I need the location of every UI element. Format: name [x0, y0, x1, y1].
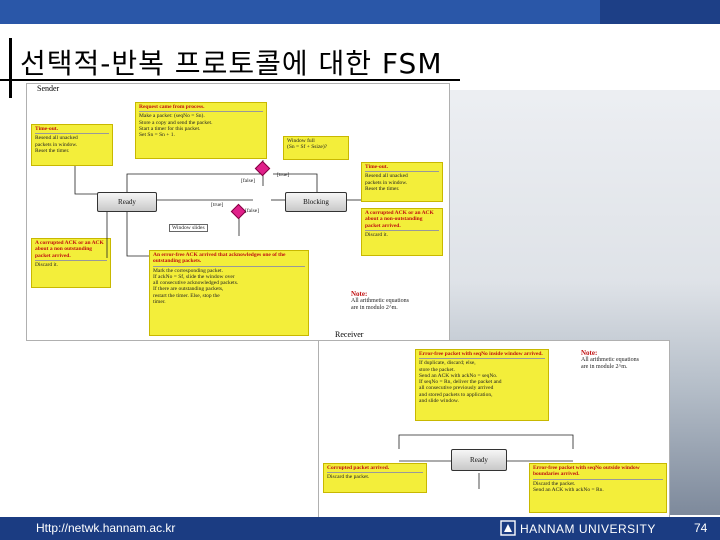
errorfree-ack-line: restart the timer. Else, stop the: [153, 292, 220, 299]
sender-note: Note: All arithmetic equations are in mo…: [351, 290, 443, 312]
sender-note-title: Note:: [351, 290, 368, 298]
receiver-outside-line: Discard the packet.: [533, 480, 576, 487]
corrupted-left-box: A corrupted ACK or an ACK about a non ou…: [31, 238, 111, 288]
footer-url[interactable]: Http://netwk.hannam.ac.kr: [36, 521, 176, 535]
receiver-errorfree-line: all consecutive previously arrived: [419, 385, 494, 392]
corrupted-right-line: Discard it.: [365, 231, 388, 238]
timeout-left-line: Resend all unacked: [35, 135, 78, 142]
sender-fsm-diagram: Sender Request came from process. Make a…: [26, 83, 450, 341]
sender-note-line: are in modulo 2^m.: [351, 305, 398, 311]
university-logo-icon: [500, 520, 516, 536]
errorfree-ack-title: An error-free ACK arrived that acknowled…: [153, 252, 286, 265]
top-bar: [0, 0, 720, 24]
receiver-outside-box: Error-free packet with seqNo outside win…: [529, 463, 667, 513]
receiver-errorfree-line: and slide window.: [419, 398, 459, 405]
timeout-right-line: Resend all unacked: [365, 173, 408, 180]
timeout-left-line: packets in window.: [35, 141, 78, 148]
state-ready: Ready: [97, 192, 157, 212]
receiver-outside-line: Send an ACK with ackNo = Rn.: [533, 486, 604, 493]
title-underline: [0, 79, 460, 81]
errorfree-ack-line: If there are outstanding packets,: [153, 286, 224, 293]
errorfree-ack-line: Mark the corresponding packet.: [153, 267, 223, 274]
receiver-errorfree-box: Error-free packet with seqNo inside wind…: [415, 349, 549, 421]
receiver-note-line: are in module 2^m.: [581, 364, 628, 370]
page-number: 74: [694, 521, 708, 535]
errorfree-ack-line: If ackNo = Sf, slide the window over: [153, 273, 235, 280]
label-false: [false]: [241, 178, 256, 184]
timeout-left-title: Time-out.: [35, 126, 58, 132]
receiver-errorfree-line: If seqNo = Rn, deliver the packet and: [419, 379, 502, 386]
timeout-right-line: packets in window.: [365, 179, 408, 186]
receiver-errorfree-line: Send an ACK with ackNo = seqNo.: [419, 372, 498, 379]
corrupted-left-title: A corrupted ACK or an ACK about a non ou…: [35, 240, 104, 259]
request-line: Make a packet: (seqNo = Sn).: [139, 113, 205, 120]
receiver-outside-title: Error-free packet with seqNo outside win…: [533, 465, 640, 478]
timeout-right-box: Time-out. Resend all unacked packets in …: [361, 162, 443, 202]
window-slides-label: Window slides: [169, 224, 208, 232]
receiver-note-title: Note:: [581, 349, 598, 357]
receiver-note-line: All arithmetic equations: [581, 357, 639, 363]
receiver-state-ready: Ready: [451, 449, 507, 471]
receiver-corrupted-box: Corrupted packet arrived. Discard the pa…: [323, 463, 427, 493]
request-line: Set Sn = Sn + 1.: [139, 132, 175, 139]
receiver-corrupted-title: Corrupted packet arrived.: [327, 465, 390, 471]
timeout-right-title: Time-out.: [365, 164, 388, 170]
receiver-errorfree-line: and stored packets to application,: [419, 391, 493, 398]
state-blocking: Blocking: [285, 192, 347, 212]
receiver-errorfree-title: Error-free packet with seqNo inside wind…: [419, 351, 543, 357]
sender-note-line: All arithmetic equations: [351, 298, 409, 304]
receiver-errorfree-line: store the packet.: [419, 366, 455, 373]
receiver-errorfree-line: If duplicate, discard; else,: [419, 360, 476, 367]
sender-label: Sender: [37, 84, 60, 93]
corrupted-right-title: A corrupted ACK or an ACK about a non-ou…: [365, 210, 434, 229]
request-line: Start a timer for this packet.: [139, 125, 201, 132]
receiver-corrupted-line: Discard the packet.: [327, 474, 370, 481]
title-accent-vertical: [9, 38, 12, 98]
request-title: Request came from process.: [139, 104, 205, 110]
errorfree-ack-line: timer.: [153, 299, 166, 306]
window-full-line: Window full: [287, 138, 315, 144]
window-full-box: Window full (Sn = Sf + Ssize)?: [283, 136, 349, 160]
receiver-note: Note: All arithmetic equations are in mo…: [581, 349, 667, 371]
errorfree-ack-line: all consecutive acknowledged packets.: [153, 280, 239, 287]
footer-university: HANNAM UNIVERSITY: [520, 522, 656, 536]
receiver-label: Receiver: [333, 330, 366, 339]
corrupted-left-line: Discard it.: [35, 261, 58, 268]
footer-bar: Http://netwk.hannam.ac.kr HANNAM UNIVERS…: [0, 517, 720, 540]
receiver-fsm-diagram: Receiver Error-free packet with seqNo in…: [318, 330, 670, 518]
request-line: Store a copy and send the packet.: [139, 119, 213, 126]
label-true: [true]: [277, 172, 290, 178]
slide-title: 선택적-반복 프로토콜에 대한 FSM: [20, 47, 443, 80]
corrupted-right-box: A corrupted ACK or an ACK about a non-ou…: [361, 208, 443, 256]
timeout-left-box: Time-out. Resend all unacked packets in …: [31, 124, 113, 166]
receiver-transition-arrows: [398, 434, 574, 489]
label-true: [true]: [211, 202, 224, 208]
top-bar-accent: [600, 0, 720, 24]
timeout-left-line: Reset the timer.: [35, 147, 70, 154]
label-false: [false]: [245, 208, 260, 214]
request-box: Request came from process. Make a packet…: [135, 102, 267, 159]
window-full-line: (Sn = Sf + Ssize)?: [287, 144, 328, 151]
errorfree-ack-box: An error-free ACK arrived that acknowled…: [149, 250, 309, 336]
timeout-right-line: Reset the timer.: [365, 185, 400, 192]
